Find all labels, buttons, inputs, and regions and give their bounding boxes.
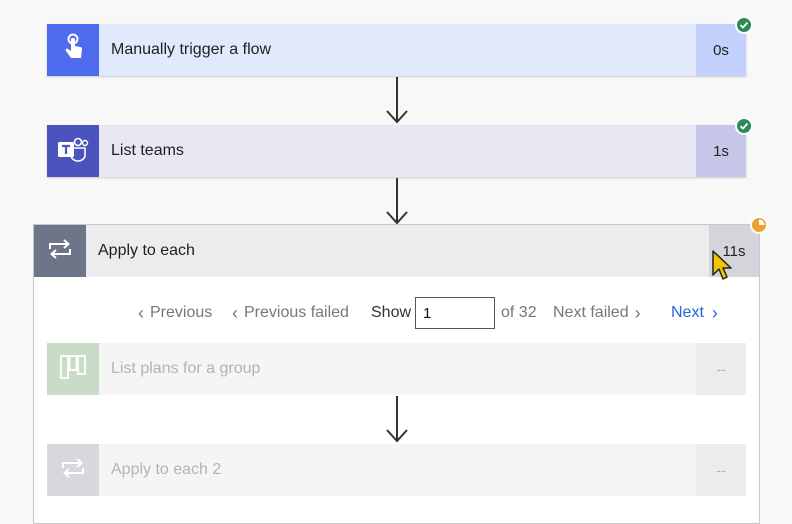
list-teams-step-card[interactable]: List teams 1s: [47, 125, 746, 177]
apply-to-each-2-step-title: Apply to each 2: [111, 461, 222, 478]
check-icon: [735, 16, 753, 34]
planner-icon-box: [47, 343, 99, 395]
check-icon: [735, 117, 753, 135]
next-button[interactable]: Next ›: [671, 302, 718, 323]
list-teams-step-duration: 1s: [696, 125, 746, 177]
show-label: Show: [371, 304, 412, 321]
trigger-step-duration: 0s: [696, 24, 746, 76]
loop-icon: [46, 238, 74, 265]
apply-to-each-2-step-duration: --: [696, 444, 746, 496]
list-teams-step-title: List teams: [111, 142, 184, 159]
apply-to-each-header[interactable]: Apply to each 11s: [34, 225, 759, 277]
chevron-left-icon: ‹: [232, 302, 238, 323]
chevron-left-icon: ‹: [138, 302, 144, 323]
iteration-number-input[interactable]: [415, 297, 495, 329]
planner-icon: [59, 353, 87, 386]
list-plans-step-duration: --: [696, 343, 746, 395]
apply-to-each-2-step-card[interactable]: Apply to each 2 --: [47, 444, 746, 496]
chevron-right-icon: ›: [711, 302, 718, 323]
mouse-cursor-icon: [712, 250, 732, 280]
hand-tap-icon: [60, 33, 86, 68]
next-failed-button[interactable]: Next failed ›: [553, 302, 641, 323]
teams-icon-box: [47, 125, 99, 177]
arrow-down-icon: [386, 178, 408, 225]
loop-icon-box: [47, 444, 99, 496]
teams-icon: [56, 136, 90, 167]
previous-failed-button[interactable]: ‹ Previous failed: [232, 302, 349, 323]
chevron-right-icon: ›: [634, 302, 641, 323]
arrow-down-icon: [386, 396, 408, 443]
trigger-step-title: Manually trigger a flow: [111, 41, 272, 58]
trigger-step-card[interactable]: Manually trigger a flow 0s: [47, 24, 746, 76]
arrow-down-icon: [386, 77, 408, 124]
list-plans-step-title: List plans for a group: [111, 360, 261, 377]
loop-icon: [59, 457, 87, 484]
loop-icon-box: [34, 225, 86, 277]
apply-to-each-title: Apply to each: [98, 242, 195, 259]
running-status-icon: [750, 216, 768, 234]
list-plans-step-card[interactable]: List plans for a group --: [47, 343, 746, 395]
iteration-pager: ‹ Previous ‹ Previous failed Show of 32 …: [0, 297, 792, 329]
previous-button[interactable]: ‹ Previous: [138, 302, 213, 323]
of-count-label: of 32: [501, 304, 537, 321]
trigger-icon-box: [47, 24, 99, 76]
